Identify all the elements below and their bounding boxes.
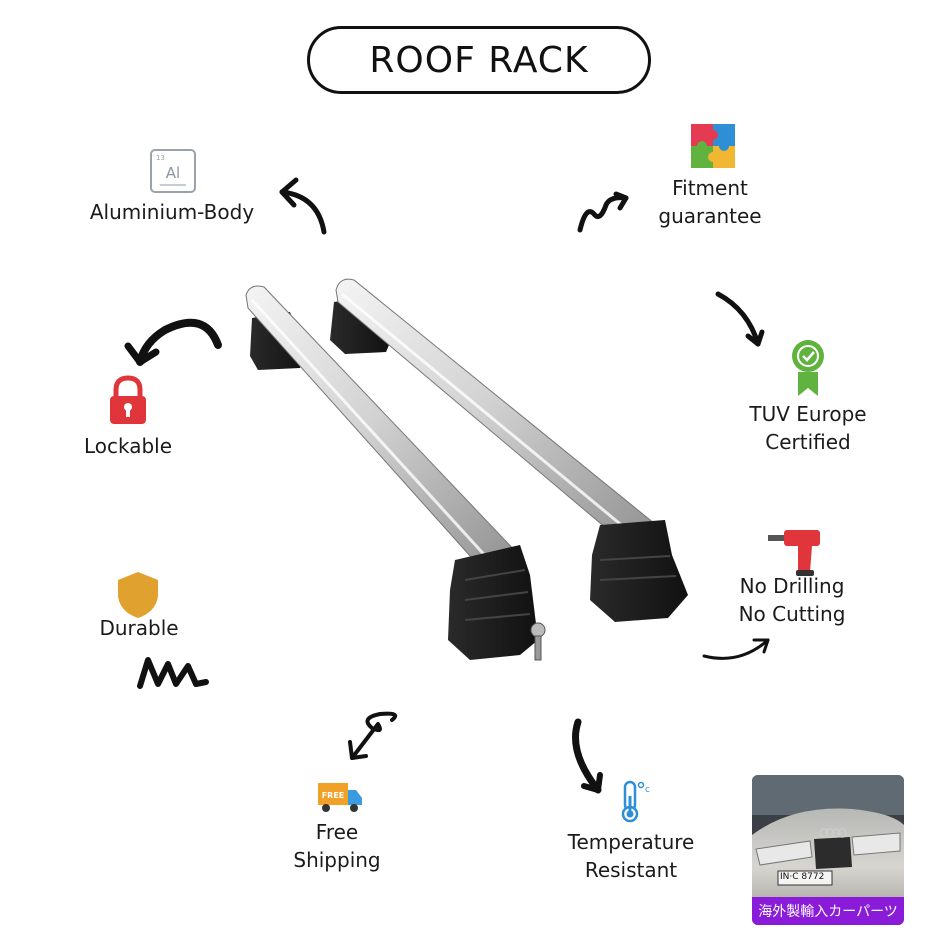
fitment-line1: Fitment xyxy=(672,176,748,200)
decorative-arrows xyxy=(124,177,770,794)
feature-shipping: Free Shipping xyxy=(272,818,402,874)
page-title: ROOF RACK xyxy=(307,26,651,94)
badge-caption: 海外製輸入カーパーツ xyxy=(752,897,904,925)
aluminium-element-icon: 13 Al xyxy=(150,149,196,193)
feature-tuv: TUV Europe Certified xyxy=(730,400,886,456)
fitment-line2: guarantee xyxy=(658,204,762,228)
thermometer-icon: c xyxy=(621,780,650,823)
padlock-icon xyxy=(110,375,146,424)
tuv-line1: TUV Europe xyxy=(749,402,867,426)
tuv-line2: Certified xyxy=(765,430,851,454)
element-number: 13 xyxy=(156,154,165,162)
element-symbol: Al xyxy=(166,164,180,182)
roof-rack-product xyxy=(245,278,688,661)
certified-badge-icon xyxy=(792,340,824,396)
drilling-line1: No Drilling xyxy=(739,574,845,598)
feature-fitment: Fitment guarantee xyxy=(640,174,780,230)
drilling-line2: No Cutting xyxy=(738,602,846,626)
feature-temperature: Temperature Resistant xyxy=(546,828,716,884)
svg-text:c: c xyxy=(645,785,650,795)
delivery-truck-icon: FREE xyxy=(318,783,362,812)
feature-lockable-label: Lockable xyxy=(83,434,173,458)
car-badge[interactable]: IN·C 8772 海外製輸入カーパーツ xyxy=(752,775,904,925)
drill-icon xyxy=(768,530,820,576)
feature-durable-label: Durable xyxy=(99,616,179,640)
temperature-line1: Temperature xyxy=(567,830,695,854)
feature-drilling: No Drilling No Cutting xyxy=(722,572,862,628)
shipping-line2: Shipping xyxy=(293,848,381,872)
puzzle-icon xyxy=(691,124,735,168)
truck-text: FREE xyxy=(322,791,345,800)
shipping-line1: Free xyxy=(315,820,359,844)
license-plate: IN·C 8772 xyxy=(780,872,825,882)
shield-icon xyxy=(118,572,158,618)
temperature-line2: Resistant xyxy=(584,858,678,882)
feature-aluminium-label: Aluminium-Body xyxy=(89,200,255,224)
